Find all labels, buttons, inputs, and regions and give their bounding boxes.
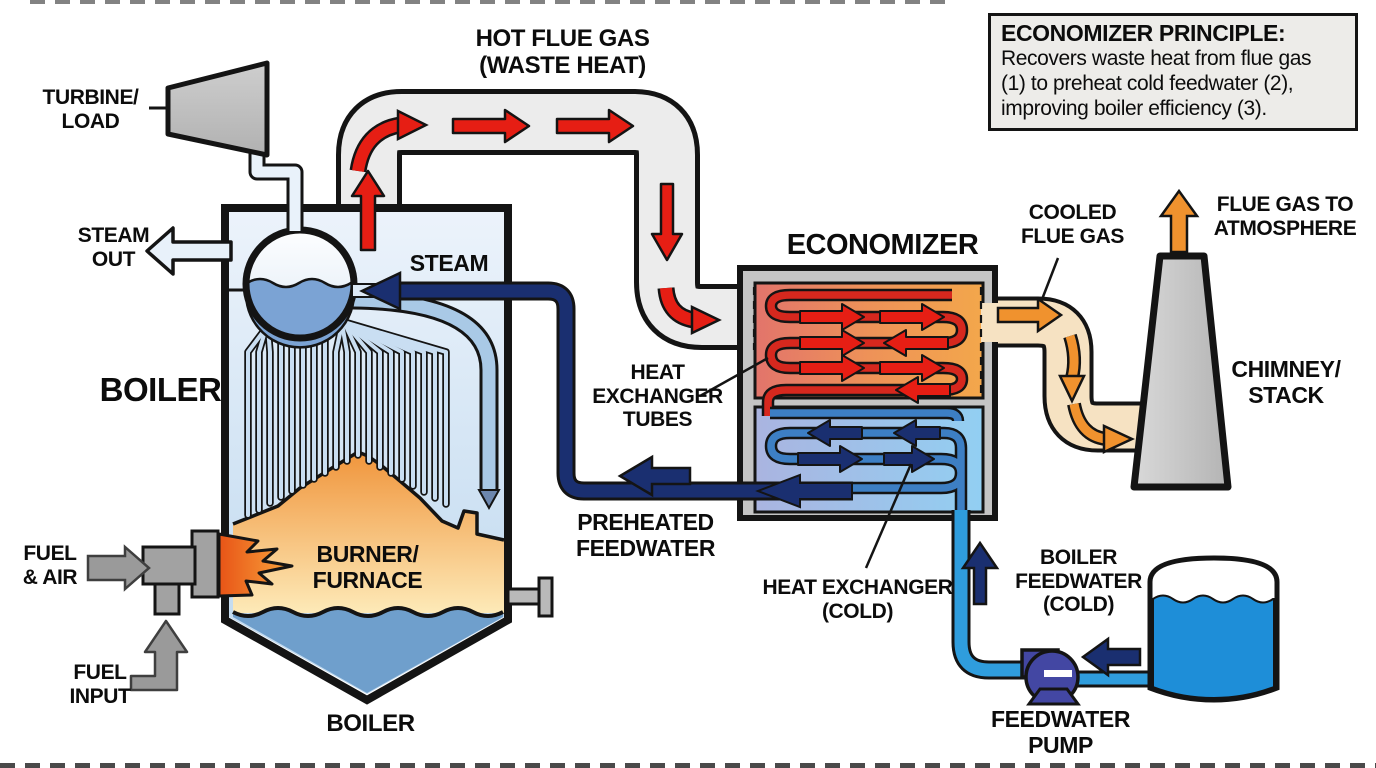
flue-down-arrow-icon	[650, 182, 684, 262]
flue-right-arrow-icon	[555, 108, 635, 144]
label-heat-exchanger-cold: HEAT EXCHANGER (COLD)	[762, 576, 953, 623]
label-burner-furnace: BURNER/ FURNACE	[312, 541, 423, 593]
steam-out-arrow-icon	[145, 226, 233, 276]
label-flue-gas-to-atmosphere: FLUE GAS TO ATMOSPHERE	[1213, 193, 1357, 240]
fuel-air-arrow-icon	[86, 544, 151, 592]
principle-title: ECONOMIZER PRINCIPLE:	[1001, 20, 1286, 46]
flue-curved-arrow-into-economizer	[657, 286, 722, 335]
label-boiler: BOILER	[99, 371, 222, 408]
hot-flue-gas-arrows	[350, 108, 684, 262]
feedwater-up-arrow-icon	[960, 540, 1000, 606]
economizer	[737, 265, 1002, 521]
preheated-left-arrow-icon	[617, 454, 692, 498]
chimney-stack	[1130, 252, 1232, 491]
flue-right-arrow-icon	[451, 108, 531, 144]
label-fuel-input: FUEL INPUT	[69, 661, 131, 708]
label-fuel-air: FUEL & AIR	[22, 542, 78, 589]
steam-pipe-to-turbine	[248, 148, 304, 231]
label-economizer: ECONOMIZER	[786, 229, 979, 261]
label-cooled-flue-gas: COOLED FLUE GAS	[1021, 201, 1124, 248]
label-boiler-feedwater-cold: BOILER FEEDWATER (COLD)	[1015, 546, 1142, 617]
atmosphere-up-arrow-icon	[1158, 188, 1200, 254]
cooled-right-arrow-icon	[996, 296, 1064, 334]
principle-body: Recovers waste heat from flue gas (1) to…	[1001, 47, 1312, 120]
tank-to-pump-arrow-icon	[1080, 636, 1142, 678]
label-feedwater-pump: FEEDWATER PUMP	[990, 706, 1131, 758]
turbine	[165, 60, 270, 158]
cold-exchanger-tubes	[745, 406, 968, 514]
tank-water	[1152, 594, 1275, 700]
label-chimney-stack: CHIMNEY/ STACK	[1231, 356, 1341, 408]
preheated-feedwater-pipe	[351, 271, 853, 509]
boiler-side-stub	[506, 576, 554, 618]
cooled-corner-arrow-icon	[1102, 424, 1135, 454]
feedwater-tank	[1147, 555, 1280, 703]
label-preheated-feedwater: PREHEATED FEEDWATER	[575, 509, 716, 561]
cooled-flue-gas-arrows	[996, 188, 1200, 454]
leader-lines	[699, 257, 1060, 569]
label-turbine-load: TURBINE/ LOAD	[42, 86, 139, 133]
label-boiler-bottom: BOILER	[326, 710, 415, 737]
duct-boundary-dashes	[752, 287, 983, 396]
cold-feedwater-circuit	[951, 510, 1280, 706]
economizer-principle-box: ECONOMIZER PRINCIPLE: Recovers waste hea…	[988, 13, 1358, 132]
fuel-input-arrow-icon	[129, 619, 189, 692]
burner-assembly	[141, 529, 294, 616]
label-hot-flue-gas: HOT FLUE GAS (WASTE HEAT)	[475, 25, 650, 79]
feedwater-pump	[1020, 648, 1081, 706]
downcomer-arrow-icon	[477, 489, 501, 511]
burner-flame-icon	[217, 532, 294, 598]
exit-left-arrow-icon	[755, 473, 853, 509]
hot-exchanger-tubes	[761, 288, 969, 416]
hot-tube-arrows	[799, 303, 951, 404]
label-steam-out: STEAM OUT	[77, 224, 150, 271]
furnace-zone	[233, 452, 504, 613]
steam-drum	[242, 226, 358, 349]
label-heat-exchanger-tubes: HEAT EXCHANGER TUBES	[592, 361, 723, 432]
bottom-edge-dashes	[0, 763, 1376, 768]
cooled-down-arrow-icon	[1058, 374, 1086, 404]
flue-up-arrow-icon	[350, 169, 386, 252]
top-edge-dashes	[30, 0, 950, 4]
cold-tube-arrows	[797, 419, 941, 473]
label-steam: STEAM	[409, 250, 489, 276]
flue-curved-arrow-topleft	[349, 108, 429, 173]
steam-arrow-icon	[359, 271, 402, 311]
boiler-water-tubes	[244, 318, 450, 519]
boiler-water	[233, 608, 503, 693]
